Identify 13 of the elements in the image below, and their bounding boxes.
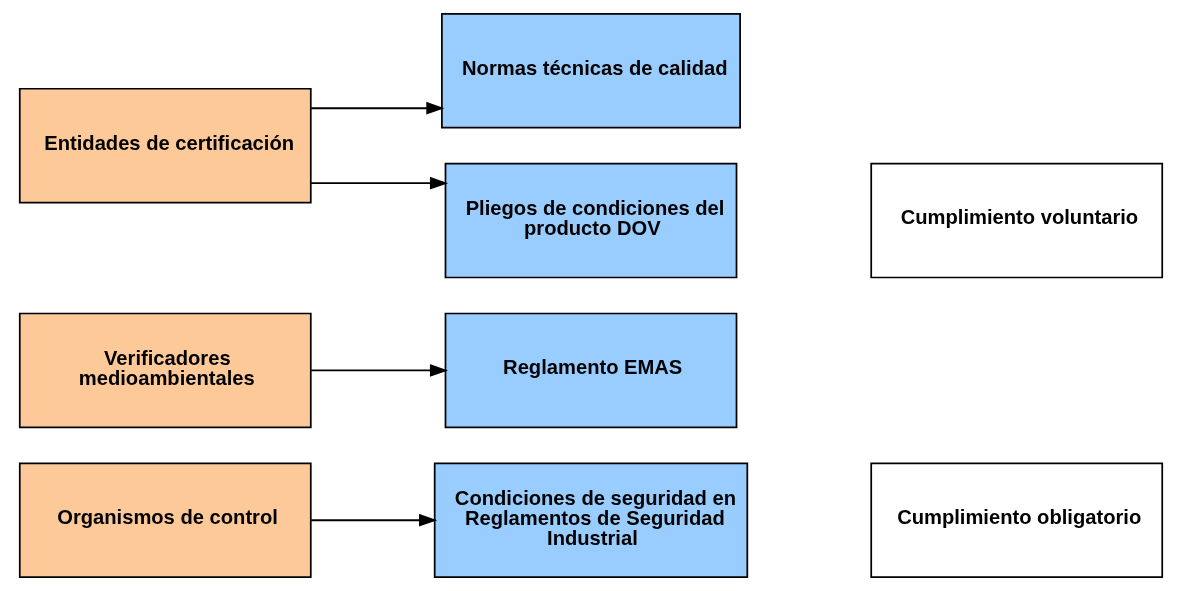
node-box: Verificadores medioambientales xyxy=(18,312,312,429)
node-box: Organismos de control xyxy=(18,462,312,579)
node-box: Entidades de certificación xyxy=(18,87,312,204)
node-box: Reglamento EMAS xyxy=(444,312,737,429)
node-box: Condiciones de seguridad en Reglamentos de Seguridad Industrial xyxy=(433,462,748,579)
node-box: Cumplimiento voluntario xyxy=(869,162,1163,279)
node-box: Cumplimiento obligatorio xyxy=(869,462,1163,579)
arrow xyxy=(309,513,437,527)
node-box: Pliegos de condiciones del producto DOV xyxy=(444,162,737,279)
node-box: Normas técnicas de calidad xyxy=(440,12,741,129)
arrow xyxy=(309,364,448,377)
arrow xyxy=(309,176,448,190)
arrow xyxy=(309,101,444,115)
